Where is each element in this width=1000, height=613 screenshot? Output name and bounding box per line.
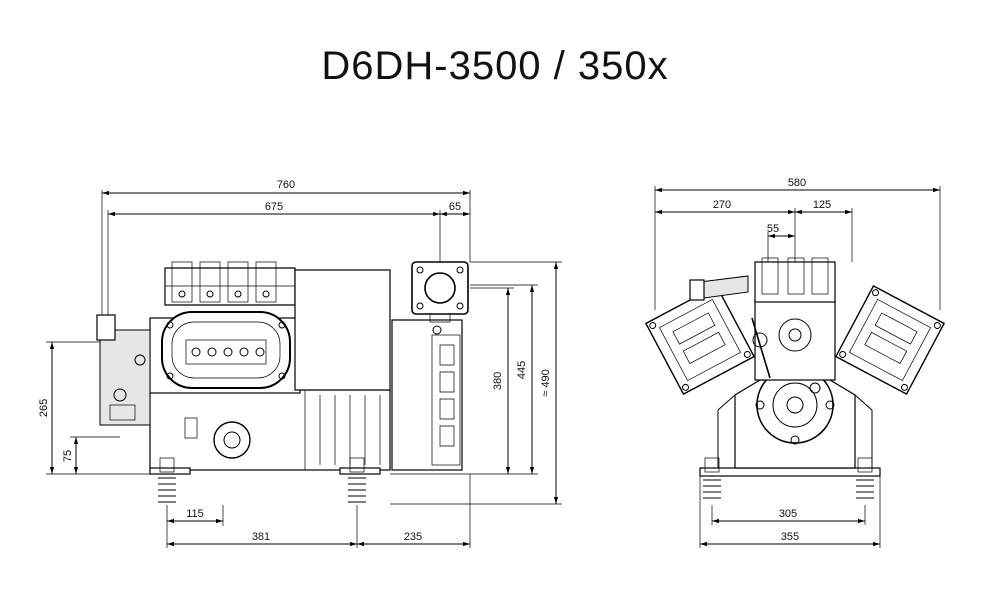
dim-125-label: 125: [813, 199, 831, 211]
dim-265-label: 265: [38, 399, 50, 417]
drawing-title: D6DH-3500 / 350x: [321, 44, 669, 88]
dim-580-label: 580: [788, 177, 806, 189]
end-foot-left: [703, 457, 721, 499]
dim-381-label: 381: [252, 531, 270, 543]
motor-housing: [294, 269, 391, 471]
dim-760-label: 760: [277, 179, 295, 191]
oil-pump-assembly: [96, 314, 151, 426]
side-foot-left: [149, 457, 191, 503]
sight-glass: [184, 417, 251, 459]
end-view: 580 270 125 55 305 355: [644, 177, 946, 548]
dim-270-label: 270: [713, 199, 731, 211]
oil-line: [751, 317, 771, 379]
dim-75-label: 75: [62, 450, 74, 462]
motor-end-cover: [391, 319, 463, 471]
dim-355-label: 355: [781, 531, 799, 543]
side-view: 760 675 65 ≈ 490 445 380 265 75: [38, 179, 562, 548]
cylinder-head: [164, 261, 296, 306]
dim-235-label: 235: [404, 531, 422, 543]
oval-cover: [161, 311, 291, 389]
end-right-head: [834, 284, 946, 396]
dim-65-label: 65: [449, 201, 461, 213]
discharge-flange: [411, 261, 469, 323]
end-left-head: [644, 284, 756, 396]
side-foot-right: [339, 457, 381, 503]
dim-115-label: 115: [186, 508, 204, 520]
dim-445-label: 445: [516, 361, 528, 379]
dim-490-label: ≈ 490: [540, 369, 552, 396]
base-plate: [699, 467, 881, 477]
end-foot-right: [856, 457, 874, 499]
dim-675-label: 675: [265, 201, 283, 213]
end-top-head: [754, 257, 836, 303]
dim-380-label: 380: [492, 372, 504, 390]
dim-55-label: 55: [767, 223, 779, 235]
end-suction-pipe: [689, 275, 749, 301]
dim-305-label: 305: [779, 508, 797, 520]
